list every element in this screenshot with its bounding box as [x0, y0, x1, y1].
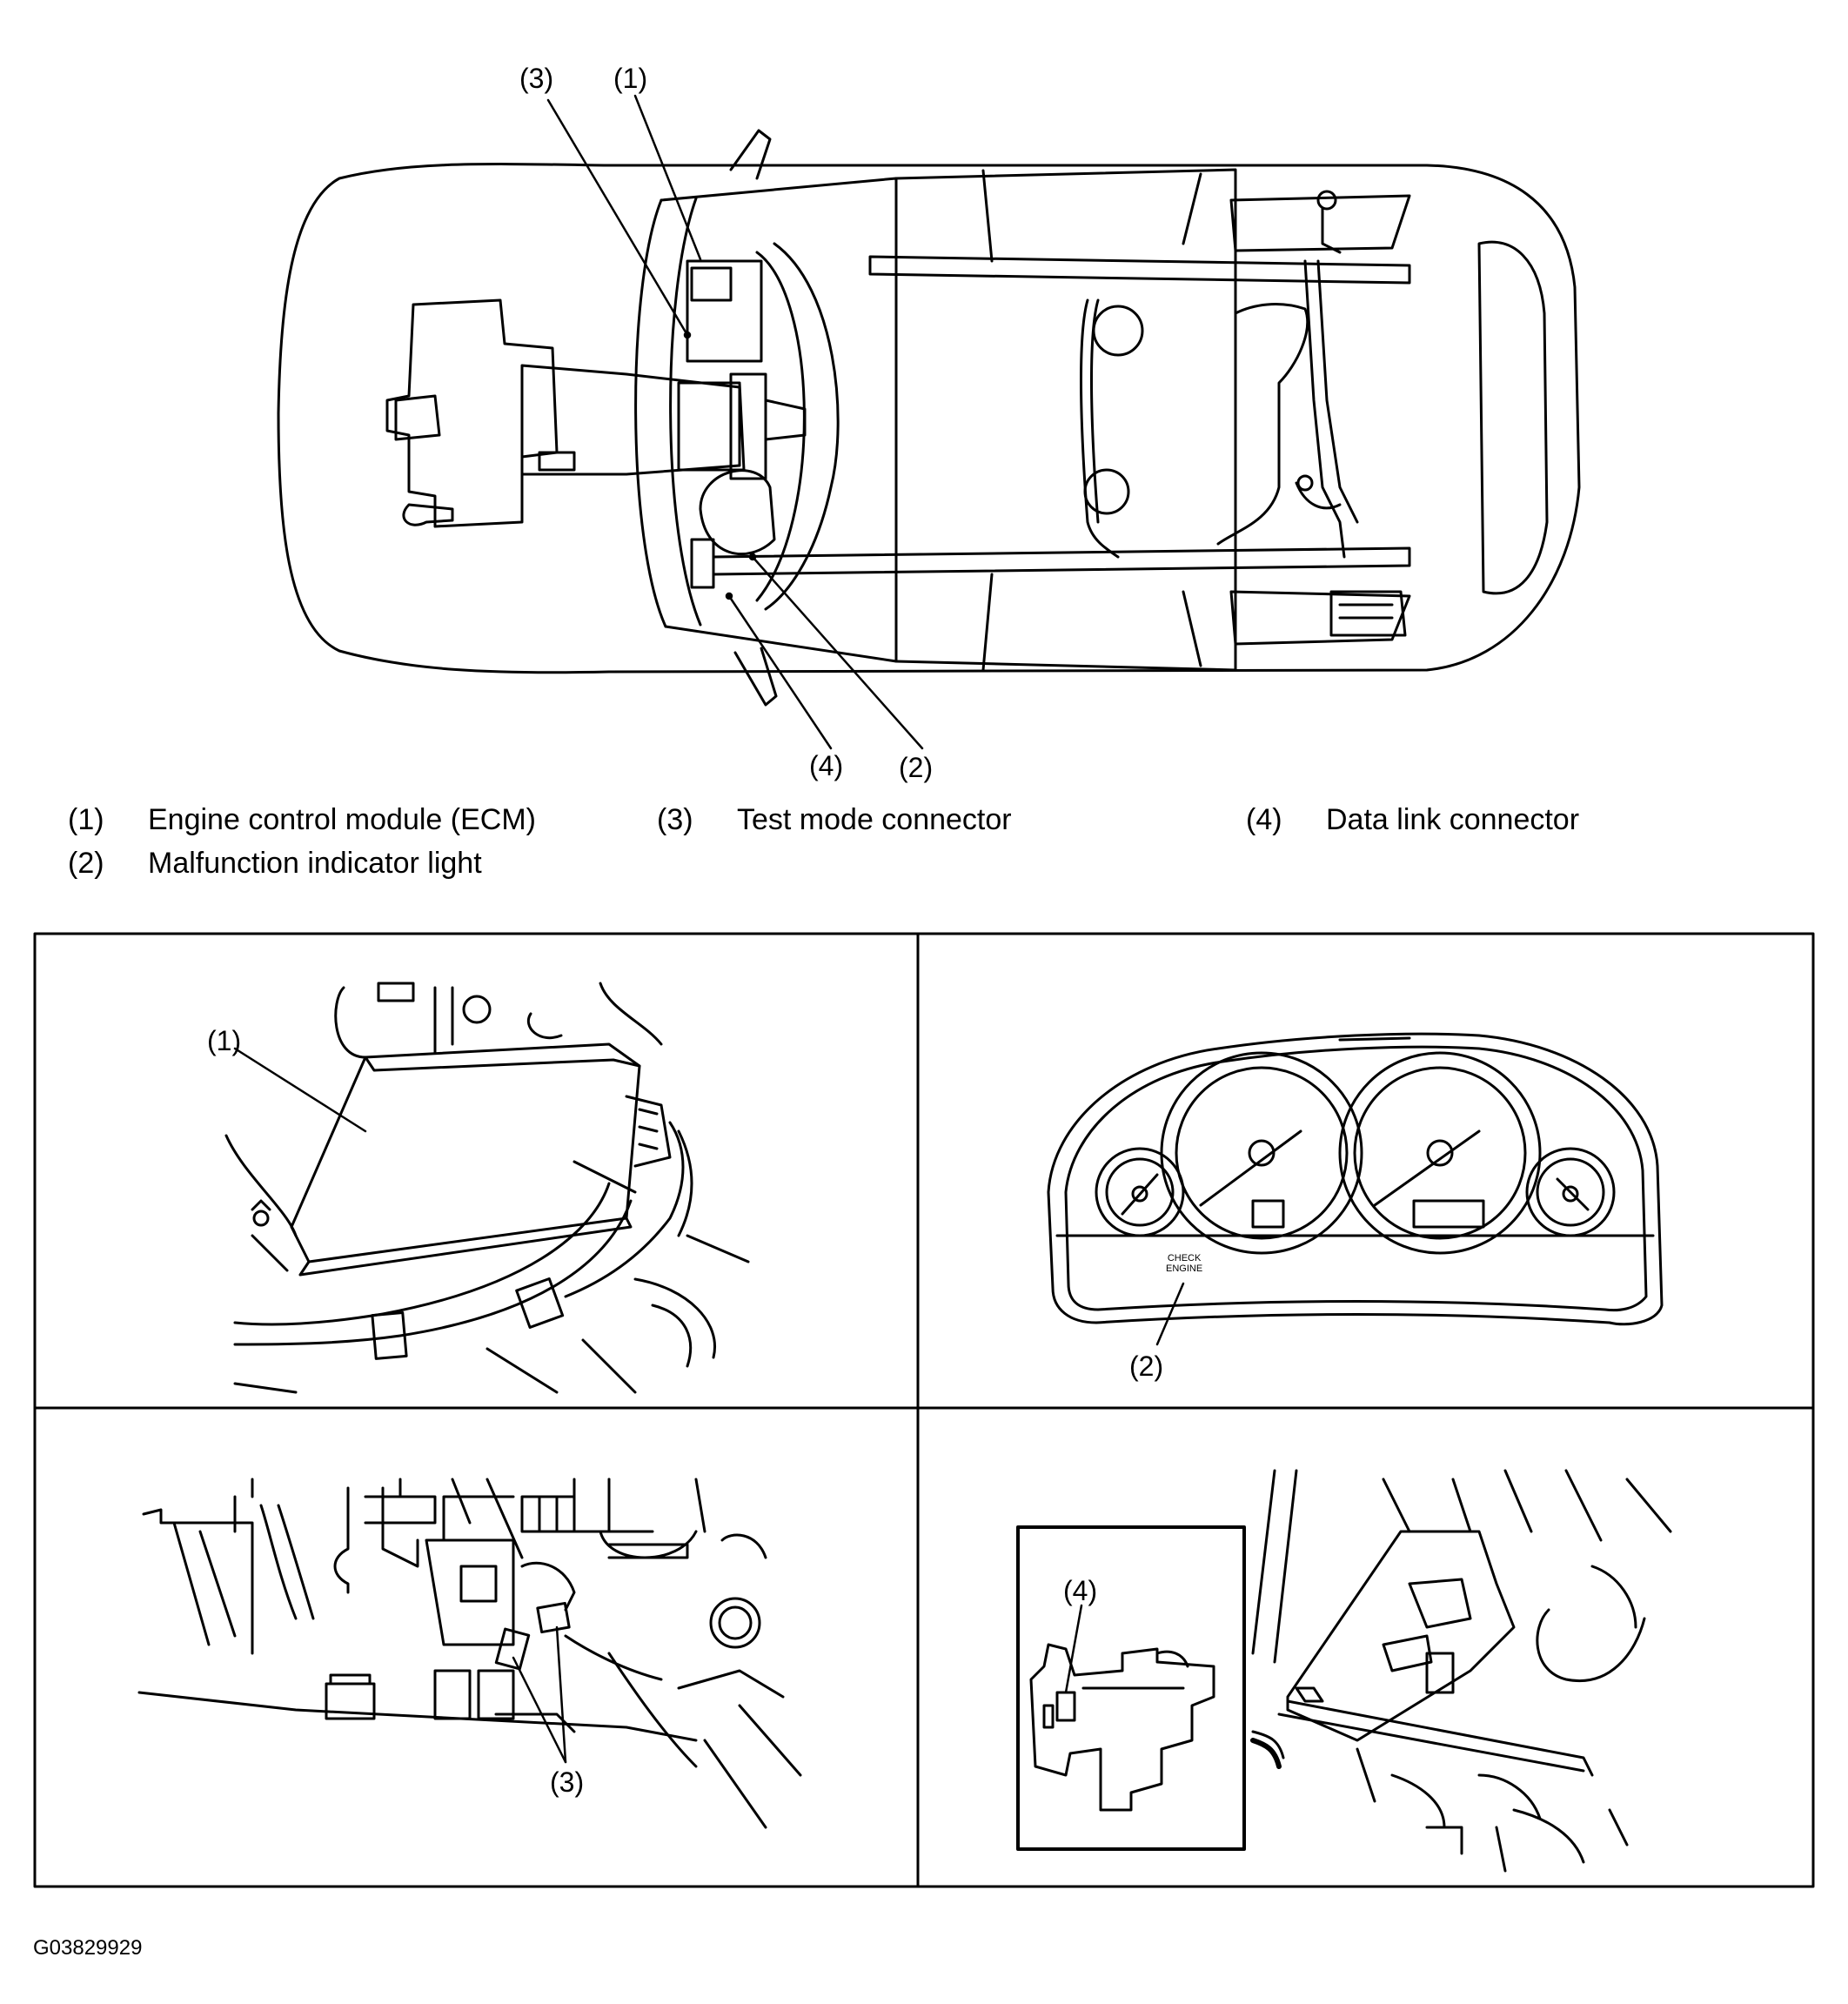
legend-text-4: Data link connector	[1326, 803, 1580, 836]
legend-num-2: (2)	[68, 847, 104, 880]
cluster-housing	[1047, 1032, 1664, 1326]
legend-num-3: (3)	[657, 803, 693, 836]
panel-cluster-art	[1047, 1032, 1664, 1326]
callout-ecm-top: (1)	[613, 63, 648, 94]
panel-test-art	[137, 1478, 802, 1829]
panel-frame	[33, 932, 1815, 1888]
panel-dlc-leader	[1064, 1604, 1083, 1694]
transmission	[520, 364, 741, 476]
roof-rail-lower	[712, 546, 1411, 576]
gauge-far-right	[1525, 1147, 1616, 1237]
harness-left	[1080, 298, 1120, 559]
car-overview	[277, 129, 1581, 707]
legend-text-2: Malfunction indicator light	[148, 847, 482, 880]
callout-mil-panel: (2)	[1129, 1351, 1164, 1382]
callout-test-mode-top: (3)	[519, 63, 554, 94]
harness-right	[1216, 303, 1309, 546]
callout-test-mode-panel: (3)	[550, 1766, 585, 1798]
gauge-far-left	[1095, 1147, 1185, 1237]
windshield	[634, 198, 667, 628]
panel-dlc-art	[1016, 1469, 1672, 1873]
dash-panel	[1286, 1530, 1516, 1742]
panel-cluster-leader	[1155, 1282, 1185, 1346]
gauge-tachometer	[1160, 1051, 1363, 1255]
car-body-outline	[277, 163, 1581, 674]
callout-mil-top: (2)	[899, 752, 934, 783]
rear-module	[1329, 590, 1407, 637]
legend-text-1: Engine control module (ECM)	[148, 803, 536, 836]
check-engine-label: CHECK ENGINE	[1166, 1253, 1202, 1274]
engine	[385, 298, 559, 528]
legend-num-4: (4)	[1246, 803, 1282, 836]
dlc-inset-frame	[1016, 1525, 1246, 1851]
top-leader-lines	[546, 94, 924, 750]
callout-ecm-panel: (1)	[207, 1025, 242, 1056]
test-connector-b	[536, 1601, 571, 1634]
check-engine-line-1: CHECK	[1167, 1253, 1202, 1263]
dashboard	[764, 242, 840, 611]
panel-ecm-art	[224, 982, 750, 1394]
panel-ecm-leader	[233, 1047, 367, 1133]
steering-wheel	[699, 469, 776, 556]
callout-dlc-top: (4)	[809, 750, 844, 781]
dlc-inset	[1055, 1691, 1076, 1722]
mirror-upper	[729, 129, 772, 180]
legend-num-1: (1)	[68, 803, 104, 836]
ecm-unit	[290, 1042, 641, 1263]
legend-text-3: Test mode connector	[737, 803, 1012, 836]
figure-id: G03829929	[33, 1936, 143, 1960]
dlc-box-top	[690, 538, 715, 589]
panel-test-leader	[512, 1625, 567, 1764]
test-connector-a	[494, 1627, 531, 1671]
rear-window	[1477, 240, 1549, 595]
mirror-lower	[733, 647, 778, 707]
roof-rail-upper	[868, 255, 1411, 285]
callout-dlc-panel: (4)	[1063, 1575, 1098, 1606]
ecm-box	[686, 259, 763, 363]
check-engine-line-2: ENGINE	[1166, 1263, 1203, 1274]
gauge-speedometer	[1338, 1051, 1542, 1255]
